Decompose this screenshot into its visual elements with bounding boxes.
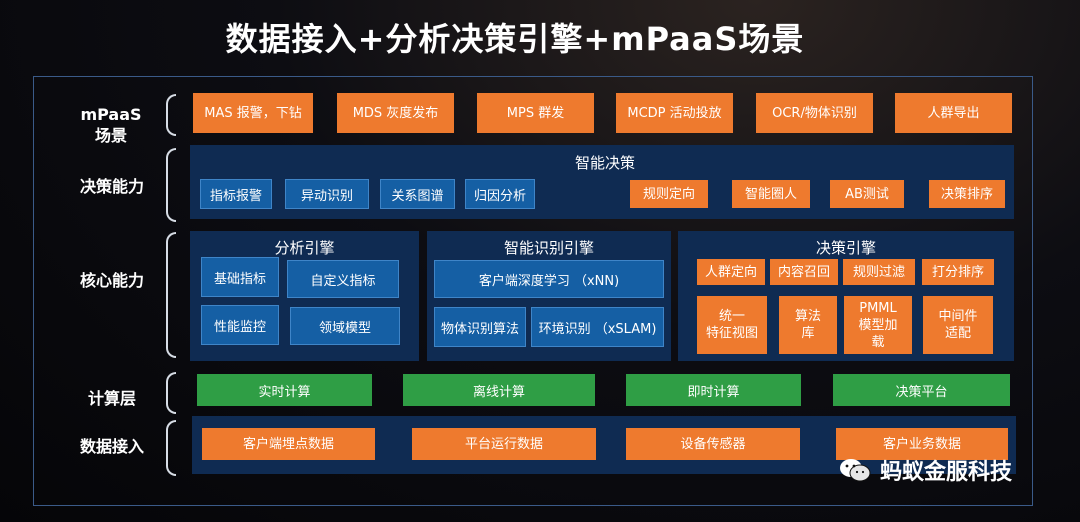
label-data: 数据接入 <box>79 437 144 456</box>
engine-feature-view-l2: 特征视图 <box>705 326 758 341</box>
wechat-icon <box>840 459 871 482</box>
brace-data <box>166 420 176 476</box>
label-mpaas-scene: mPaaS 场景 <box>66 104 156 146</box>
brace-compute <box>166 372 176 414</box>
engine-feature-view: 统一 特征视图 <box>697 296 767 354</box>
analysis-basic-metric: 基础指标 <box>201 257 279 297</box>
engine-pmml-l3: 载 <box>871 334 885 350</box>
data-customer-business: 客户业务数据 <box>836 428 1008 460</box>
brace-core <box>166 232 176 358</box>
brace-scene <box>166 94 176 136</box>
label-decision: 决策能力 <box>79 177 144 196</box>
scene-crowd-export: 人群导出 <box>895 93 1012 133</box>
compute-instant: 即时计算 <box>626 374 801 406</box>
engine-content-recall: 内容召回 <box>770 259 838 285</box>
label-scene-line1: mPaaS <box>80 105 142 124</box>
decision-indicator-alarm: 指标报警 <box>200 179 272 209</box>
engine-pmml-l2: 模型加 <box>858 317 898 333</box>
engine-pmml-l1: PMML <box>859 300 897 316</box>
page-title: 数据接入+分析决策引擎+mPaaS场景 <box>225 20 805 58</box>
scene-ocr: OCR/物体识别 <box>756 93 873 133</box>
label-compute: 计算层 <box>87 389 136 408</box>
data-device-sensor: 设备传感器 <box>626 428 800 460</box>
scene-mas: MAS 报警，下钻 <box>193 93 313 133</box>
engine-feature-view-l1: 统一 <box>718 309 745 324</box>
recognition-xnn: 客户端深度学习 （xNN) <box>434 260 664 298</box>
engine-middleware-l2: 适配 <box>944 326 971 341</box>
engine-algo-lib-l1: 算法 <box>794 309 821 324</box>
scene-mcdp: MCDP 活动投放 <box>616 93 733 133</box>
engine-pmml-load: PMML 模型加 载 <box>844 296 912 354</box>
decision-rule-target: 规则定向 <box>630 180 708 208</box>
brace-decision <box>166 148 176 222</box>
label-core: 核心能力 <box>79 271 144 290</box>
decision-ranking: 决策排序 <box>929 180 1005 208</box>
decision-engine-title: 决策引擎 <box>815 239 876 257</box>
analysis-engine-title: 分析引擎 <box>274 239 335 257</box>
engine-middleware-adapt: 中间件 适配 <box>923 296 993 354</box>
engine-algo-lib-l2: 库 <box>801 326 815 341</box>
recognition-xslam: 环境识别 （xSLAM) <box>531 307 664 347</box>
engine-algo-lib: 算法 库 <box>779 296 837 354</box>
compute-realtime: 实时计算 <box>197 374 372 406</box>
analysis-perf-monitor: 性能监控 <box>201 305 279 345</box>
decision-anomaly-detect: 异动识别 <box>285 179 369 209</box>
engine-crowd-target: 人群定向 <box>697 259 765 285</box>
analysis-domain-model: 领域模型 <box>290 307 400 345</box>
scene-mds: MDS 灰度发布 <box>337 93 454 133</box>
engine-middleware-l1: 中间件 <box>938 309 978 324</box>
watermark-text: 蚂蚁金服科技 <box>880 460 1013 485</box>
wechat-watermark: 蚂蚁金服科技 <box>838 454 1012 486</box>
decision-panel-title: 智能决策 <box>574 154 635 172</box>
compute-decision-platform: 决策平台 <box>833 374 1010 406</box>
decision-smart-crowd: 智能圈人 <box>732 180 810 208</box>
engine-score-rank: 打分排序 <box>922 259 994 285</box>
decision-relation-graph: 关系图谱 <box>380 179 455 209</box>
architecture-frame <box>33 76 1033 506</box>
label-scene-line2: 场景 <box>94 126 127 145</box>
decision-attribution: 归因分析 <box>465 179 535 209</box>
compute-offline: 离线计算 <box>403 374 595 406</box>
scene-mps: MPS 群发 <box>477 93 594 133</box>
recognition-engine-title: 智能识别引擎 <box>503 239 594 257</box>
data-client-tracking: 客户端埋点数据 <box>202 428 375 460</box>
recognition-object-algo: 物体识别算法 <box>434 307 526 347</box>
engine-rule-filter: 规则过滤 <box>843 259 915 285</box>
data-platform-runtime: 平台运行数据 <box>412 428 596 460</box>
decision-ab-test: AB测试 <box>830 180 904 208</box>
analysis-custom-metric: 自定义指标 <box>287 260 399 298</box>
